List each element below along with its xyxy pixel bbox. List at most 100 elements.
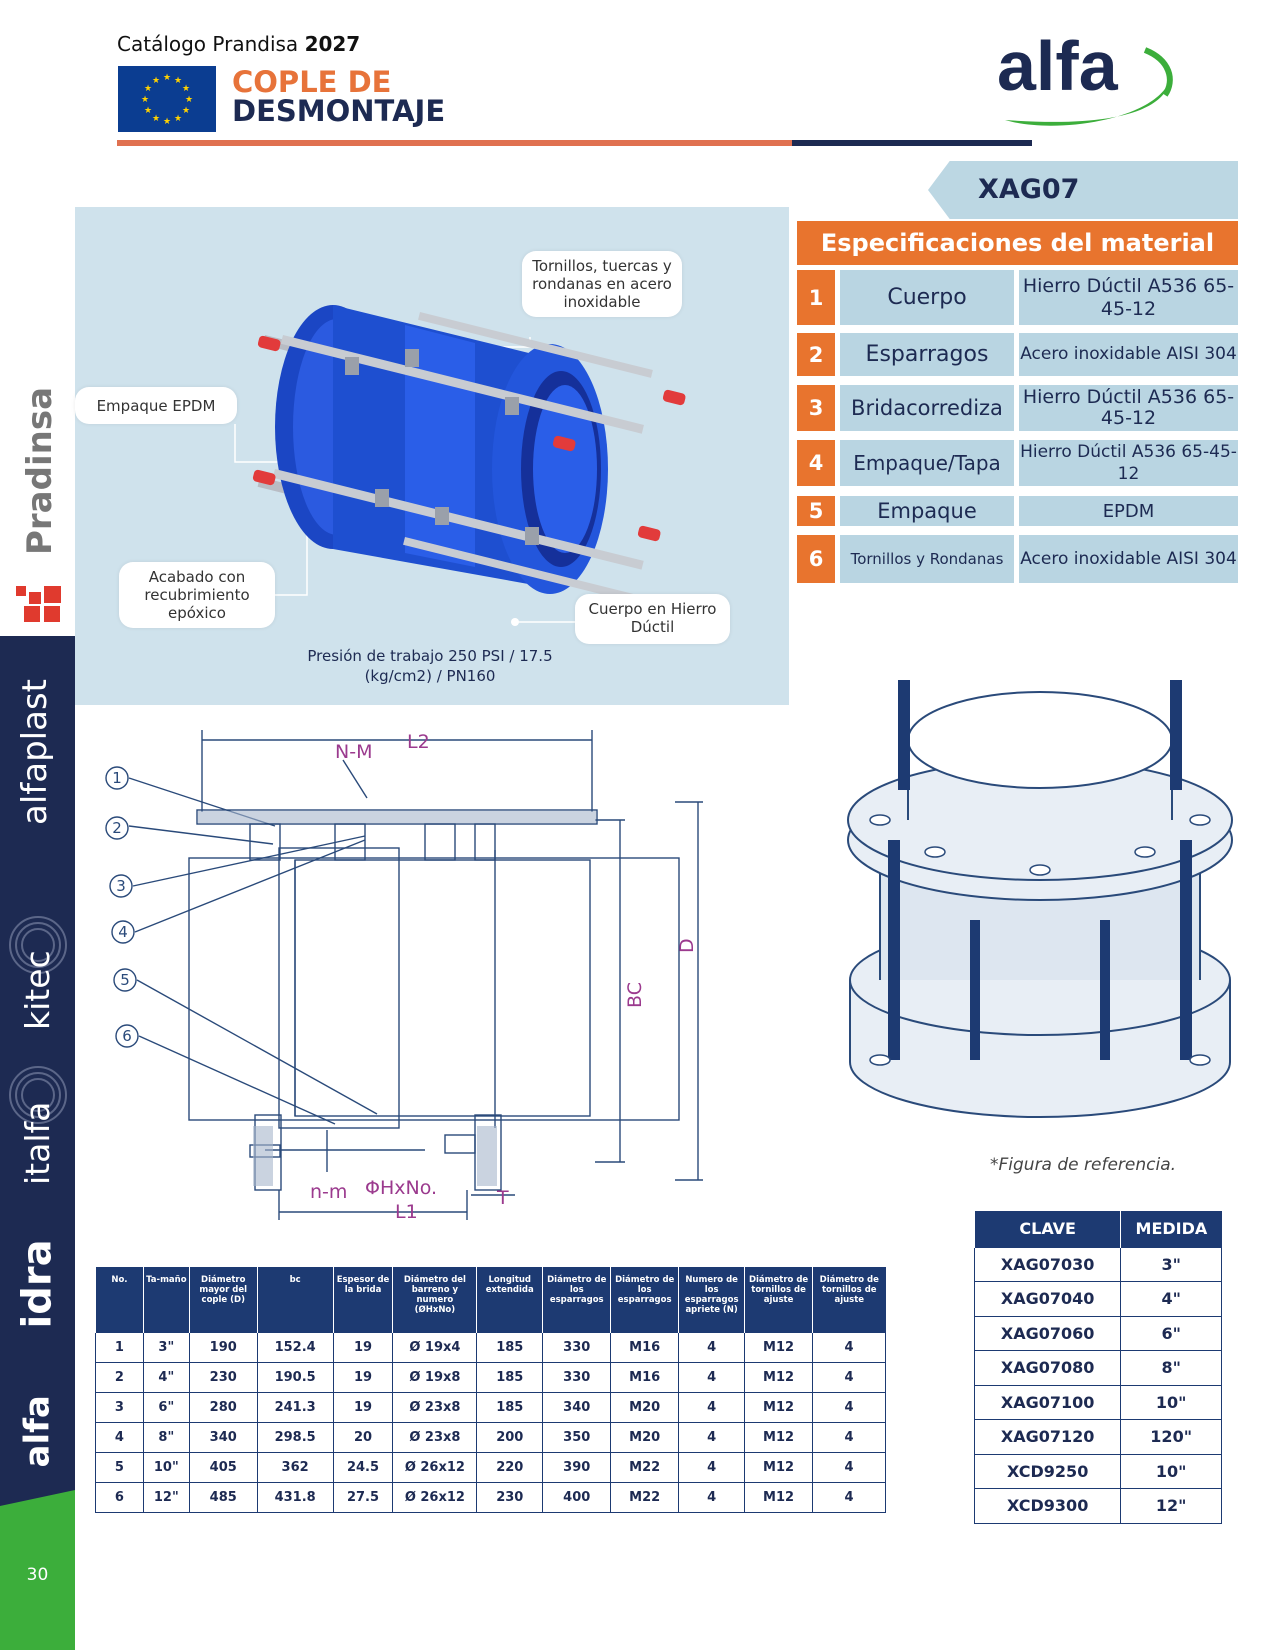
header-rule-orange [117,140,792,146]
header-rule-navy [792,140,1032,146]
table-cell: 4" [142,1361,190,1393]
table-cell: 4 [812,1481,886,1513]
col-header: Diámetro de los esparragos [610,1267,679,1332]
dim-hole: ΦHxNo. [365,1177,437,1199]
col-header: Diámetro del barreno y numero (ØHxNo) [392,1267,477,1332]
table-cell: 340 [542,1391,612,1423]
table-header-row: CLAVE MEDIDA [973,1211,1222,1247]
spec-row-part: Cuerpo [840,270,1014,325]
logo-text: alfa [997,27,1119,105]
table-cell: 200 [476,1421,544,1453]
spec-heading: Especificaciones del material [797,221,1238,265]
table-cell: 190.5 [256,1361,334,1393]
svg-text:★: ★ [144,106,152,116]
table-cell: M12 [744,1421,814,1453]
table-cell: 362 [256,1451,334,1483]
table-cell: 12" [1120,1488,1222,1524]
dim-nm: N-M [335,741,372,763]
table-cell: 431.8 [256,1481,334,1513]
table-cell: 405 [188,1451,258,1483]
kitec-rings-icon [9,916,67,974]
table-cell: 4 [812,1331,886,1363]
table-cell: M12 [744,1331,814,1363]
spec-row-material: Hierro Dúctil A536 65-45-12 [1019,270,1238,325]
table-cell: 400 [542,1481,612,1513]
col-header: Diámetro de los esparragos [542,1267,611,1332]
table-cell: 330 [542,1331,612,1363]
table-cell: 3" [1120,1246,1222,1282]
svg-text:★: ★ [144,84,152,94]
svg-text:★: ★ [152,76,160,86]
table-cell: 2 [95,1361,144,1393]
spec-row: 4 Empaque/Tapa Hierro Dúctil A536 65-45-… [797,440,1238,486]
spec-row-part: Tornillos y Rondanas [840,535,1014,583]
product-title-line1: COPLE DE [232,65,392,99]
product-code: XAG07 [978,174,1080,205]
table-cell: 19 [332,1331,394,1363]
spec-row: 1 Cuerpo Hierro Dúctil A536 65-45-12 [797,270,1238,325]
table-cell: 4 [678,1391,746,1423]
svg-text:★: ★ [182,106,190,116]
table-cell: M12 [744,1391,814,1423]
brand-alfaplast: alfaplast [15,679,55,825]
reference-3d-drawing [847,680,1233,1118]
spec-row-part: Bridacorrediza [840,385,1014,431]
table-cell: 390 [542,1451,612,1483]
table-cell: 185 [476,1361,544,1393]
callout-number: 5 [120,971,130,989]
svg-text:★: ★ [141,95,149,105]
table-cell: M20 [610,1421,680,1453]
dim-nm-small: n-m [310,1181,347,1203]
italfa-rings-icon [9,1066,67,1124]
spec-row-material: Hierro Dúctil A536 65-45-12 [1019,385,1238,431]
cross-section-drawing: 1 2 3 4 5 6 L2 N-M n-m ΦHxNo. L1 T D BC [105,730,703,1223]
spec-row: 3 Bridacorrediza Hierro Dúctil A536 65-4… [797,385,1238,431]
table-cell: XAG07120 [973,1419,1122,1455]
col-header: Espesor de la brida [332,1267,393,1332]
col-header-medida: MEDIDA [1120,1211,1222,1247]
table-cell: M20 [610,1391,680,1423]
callout-number: 4 [118,923,128,941]
table-cell: XAG07080 [973,1350,1122,1386]
svg-text:★: ★ [163,117,171,127]
table-cell: 8" [1120,1350,1222,1386]
spec-row-material: EPDM [1019,496,1238,526]
col-header: Diámetro de tornillos de ajuste [744,1267,813,1332]
table-cell: 3" [142,1331,190,1363]
table-cell: 4 [812,1391,886,1423]
sidebar-green-band [0,1490,75,1650]
brand-kitec: kitec [18,950,57,1030]
table-cell: 350 [542,1421,612,1453]
table-cell: Ø 19x8 [392,1361,478,1393]
table-cell: XCD9250 [973,1453,1122,1489]
spec-row-number: 2 [797,333,835,376]
product-title: COPLE DE DESMONTAJE [232,68,445,126]
table-cell: 6" [142,1391,190,1423]
callout-number: 1 [112,769,122,787]
brand-idra: idra [14,1239,61,1329]
spec-row-material: Hierro Dúctil A536 65-45-12 [1019,440,1238,486]
spec-row-part: Empaque [840,496,1014,526]
brand-sidebar: Pradinsa alfaplast kitec italfa idra alf… [0,0,75,1650]
table-cell: Ø 23x8 [392,1391,478,1423]
spec-row-number: 1 [797,270,835,325]
table-cell: 330 [542,1361,612,1393]
table-cell: XAG07040 [973,1281,1122,1317]
callout-body: Cuerpo en Hierro Dúctil [575,594,730,644]
table-cell: 19 [332,1391,394,1423]
callout-coating: Acabado con recubrimiento epóxico [119,562,275,628]
dim-t: T [496,1187,509,1209]
page-number: 30 [26,1565,49,1585]
pradinsa-logo-icon [16,586,61,622]
